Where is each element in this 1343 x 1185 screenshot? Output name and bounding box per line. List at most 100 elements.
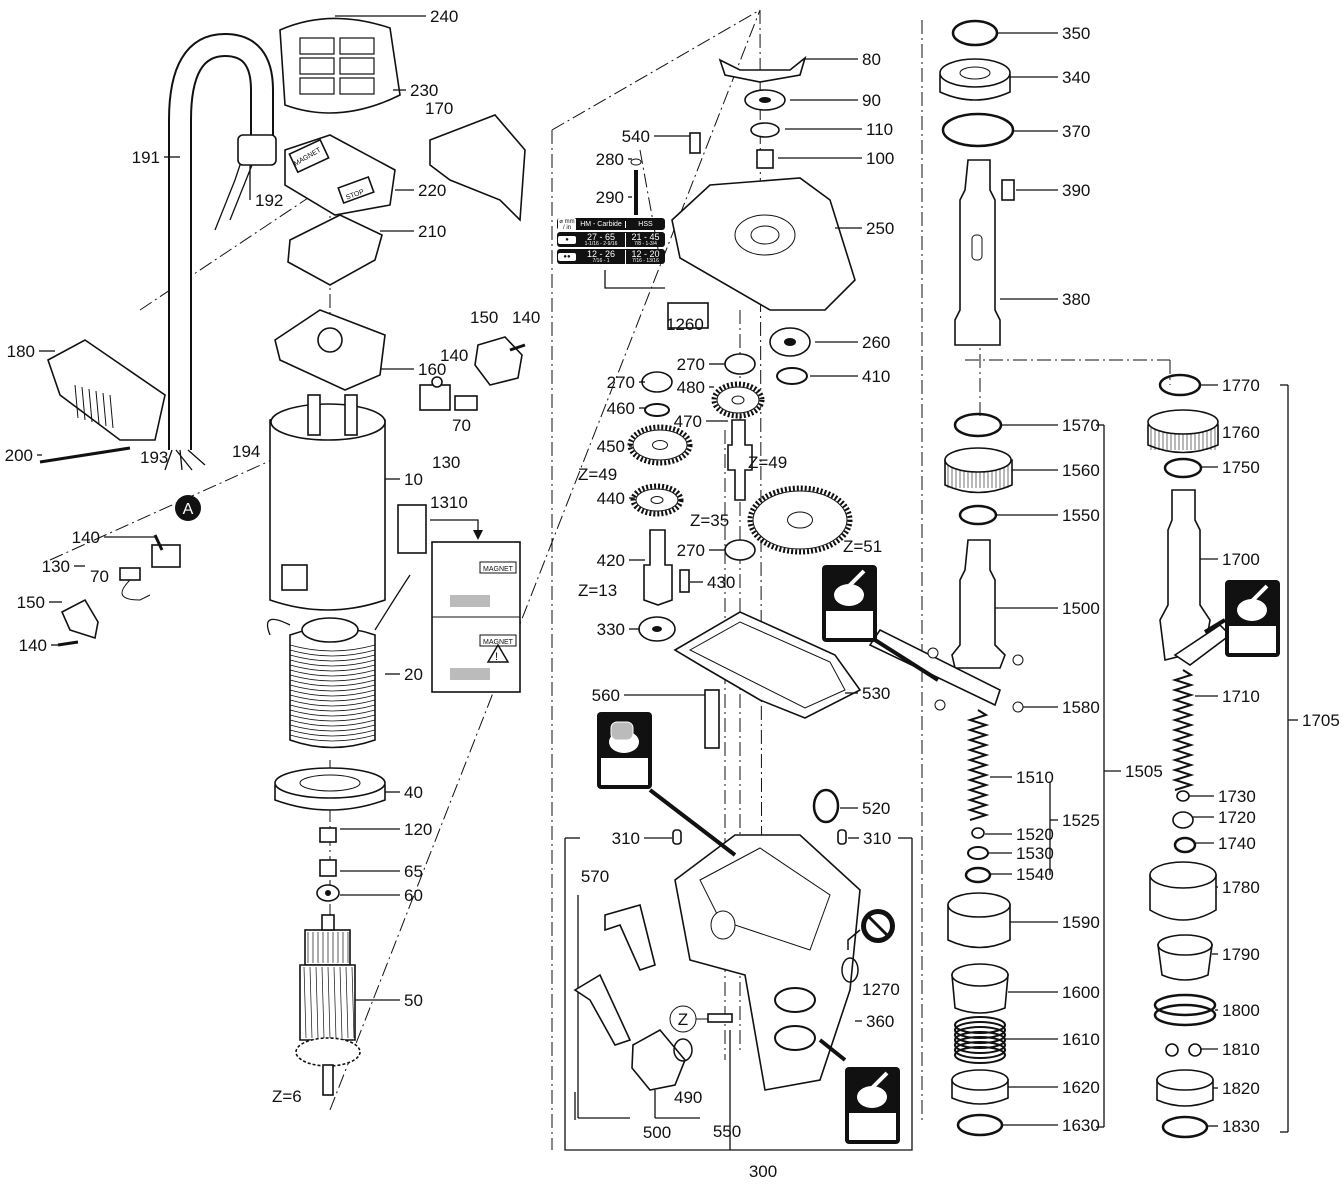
handle-grip-rib [81, 386, 86, 421]
stator-lamination [289, 654, 376, 662]
part-number-label: 1260 [666, 315, 704, 334]
bearing-270 [724, 539, 756, 561]
shaft-1500 [951, 539, 1006, 669]
part-number-label: 260 [862, 333, 890, 352]
part-number-label: 310 [863, 829, 891, 848]
part-number-label: 1500 [1062, 599, 1100, 618]
handle-cover [47, 339, 166, 441]
part-number-label: 1610 [1062, 1030, 1100, 1049]
commutator [304, 929, 351, 966]
part-number-label: 1570 [1062, 416, 1100, 435]
cover-window [299, 37, 335, 55]
part-number-label: 180 [7, 342, 35, 361]
brush-cap-left [60, 598, 99, 640]
part-number-label: 310 [612, 829, 640, 848]
pinion-shaft-420 [643, 529, 673, 606]
bearing-270 [641, 371, 673, 393]
key-430 [679, 569, 690, 593]
ball-1580 [934, 699, 946, 711]
magnet-base-illustration [450, 595, 490, 607]
part-number-label: 160 [418, 360, 446, 379]
part-number-label: 10 [404, 470, 423, 489]
spring-ring-1800 [1153, 1003, 1217, 1027]
armature-slot [327, 966, 331, 1039]
ring-490 [673, 1038, 693, 1062]
cover-window [339, 57, 375, 75]
part-number-label: 550 [713, 1122, 741, 1141]
part-number-label: 1700 [1222, 550, 1260, 569]
part-number-label: 1540 [1016, 865, 1054, 884]
cover-window [339, 77, 375, 95]
part-number-label: 1770 [1222, 376, 1260, 395]
part-number-label: 50 [404, 991, 423, 1010]
part-number-label: 490 [674, 1088, 702, 1107]
gear-400-z51-bore [787, 511, 813, 529]
part-number-label: 70 [90, 567, 109, 586]
stator-lamination [289, 729, 376, 737]
housing-post [344, 394, 358, 436]
armature-slot [339, 966, 343, 1039]
part-number-label: 1790 [1222, 945, 1260, 964]
part-number-label: 110 [866, 120, 893, 139]
drill-stand-base [674, 834, 861, 1091]
clamping-lever-570 [604, 904, 656, 971]
ring-1270 [841, 957, 859, 983]
cover-window [339, 37, 375, 55]
field-coil [289, 626, 376, 749]
magnet-tag [479, 561, 517, 574]
armature-slot [351, 966, 355, 1039]
armature-shaft [322, 1064, 334, 1096]
handle-grip-rib [109, 394, 114, 429]
part-number-label: 440 [597, 489, 625, 508]
brush-holder-ring [317, 327, 343, 353]
stator-lamination [289, 714, 376, 722]
housing-inner-bore [750, 225, 780, 245]
cap-1790-top [1157, 934, 1213, 956]
part-number-label: 430 [707, 573, 735, 592]
circlip-1830 [1161, 1115, 1209, 1139]
part-number-label: 1750 [1222, 458, 1260, 477]
part-number-label: 390 [1062, 181, 1090, 200]
part-number-label: 1820 [1222, 1079, 1260, 1098]
armature-pinion-z6 [295, 1037, 361, 1067]
assembly-axis-line [639, 149, 661, 261]
grease-brush-icon-glyph [1237, 599, 1267, 621]
part-number-label: 470 [674, 412, 702, 431]
screw-1810 [1188, 1043, 1202, 1057]
part-number-label: 200 [5, 446, 33, 465]
power-cable [168, 32, 274, 450]
ball-1580 [1012, 654, 1024, 666]
part-number-label: Z=6 [272, 1087, 302, 1106]
stator-lamination [289, 669, 376, 677]
bushing-1720 [1172, 811, 1194, 829]
stator-lamination [289, 724, 376, 732]
stator-lamination [289, 694, 376, 702]
part-number-label: 191 [132, 148, 160, 167]
cover-window [299, 77, 335, 95]
grease-finger-icon-panel [601, 758, 648, 785]
part-number-label: 1740 [1218, 834, 1256, 853]
part-number-label: 420 [597, 551, 625, 570]
assembly-axis-line [551, 9, 761, 131]
part-number-label: 220 [418, 181, 446, 200]
carbon-brush-holder [419, 384, 451, 411]
callout-a-circle [175, 495, 201, 521]
stator-lamination [289, 674, 376, 682]
armature-slot [303, 966, 307, 1039]
part-number-label: 290 [596, 188, 624, 207]
bearing-bore [759, 97, 771, 103]
part-number-label: 300 [749, 1162, 777, 1180]
part-number-label: 40 [404, 783, 423, 802]
grease-brush-icon-glyph [834, 584, 864, 606]
part-number-label: 1505 [1125, 762, 1163, 781]
part-number-label: Z=49 [578, 465, 617, 484]
circlip-1540 [964, 866, 992, 884]
motor-housing-top [270, 403, 386, 441]
handle-grip-rib [95, 390, 100, 425]
spring-1510 [966, 709, 990, 821]
carbon-brush [454, 395, 478, 411]
stator-lamination [289, 689, 376, 697]
stator-lamination [289, 719, 376, 727]
